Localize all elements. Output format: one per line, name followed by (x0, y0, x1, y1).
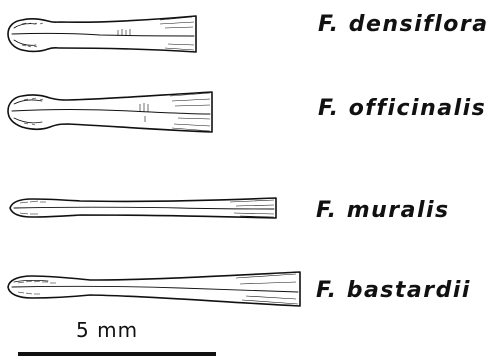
midrib-bastardii (12, 286, 298, 292)
species-label-muralis: F. muralis (316, 200, 450, 222)
scale-bar (18, 352, 216, 356)
midrib-densiflora (12, 33, 194, 36)
midrib-officinalis (12, 110, 210, 115)
outline-densiflora (8, 16, 196, 52)
species-label-bastardii: F. bastardii (316, 280, 471, 302)
scale-bar-label: 5 mm (76, 320, 138, 340)
midrib-muralis (14, 207, 274, 209)
species-label-densiflora: F. densiflora (318, 14, 489, 36)
outline-officinalis (8, 92, 212, 132)
outline-muralis (10, 198, 276, 218)
species-label-officinalis: F. officinalis (318, 98, 486, 120)
outline-bastardii (8, 272, 300, 306)
